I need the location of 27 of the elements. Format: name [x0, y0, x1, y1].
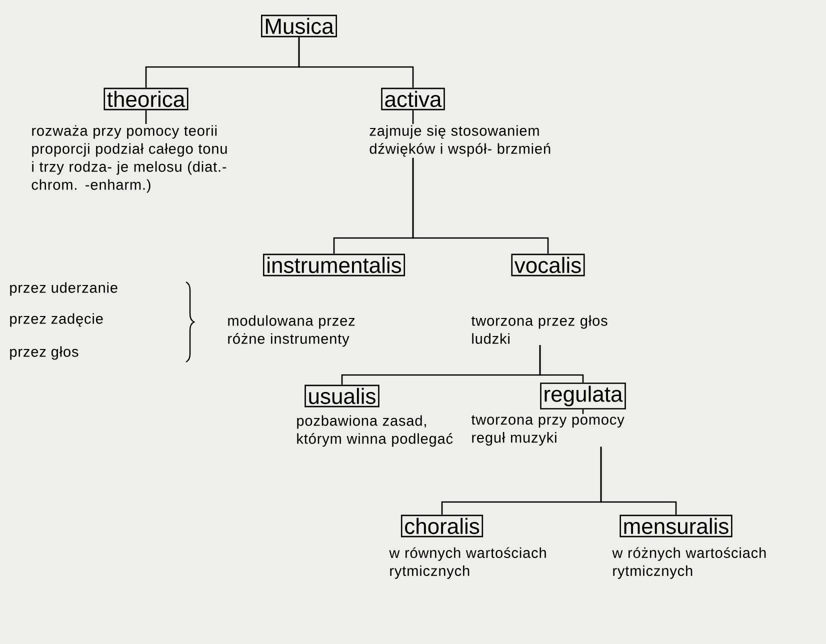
- description-text: tworzona przy pomocy reguł muzyki: [471, 415, 624, 446]
- term-box: usualis: [304, 384, 380, 408]
- label-text: przez uderzanie: [10, 282, 118, 296]
- term-box: mensuralis: [620, 514, 732, 538]
- term-box: theorica: [104, 88, 188, 110]
- term-box: regulata: [540, 382, 626, 410]
- term-box: activa: [381, 88, 445, 110]
- connector-line: [582, 409, 584, 414]
- connector-line: [412, 158, 549, 254]
- term-box: choralis: [400, 514, 484, 538]
- description-text: w równych wartościach rytmicznych: [389, 547, 546, 579]
- description-text: modulowana przez różne instrumenty: [228, 315, 355, 347]
- description-text: rozważa przy pomocy teorii proporcji podział całego tonu i trzy rodza- je melosu (diat.-chrom. -enharm.): [32, 125, 227, 193]
- label-text: przez zadęcie: [10, 313, 103, 327]
- label-text: przez głos: [10, 346, 78, 360]
- connector-line: [600, 446, 677, 515]
- description-text: zajmuje się stosowaniem dźwięków i współ- brzmień: [370, 125, 550, 157]
- connector-line: [298, 37, 414, 88]
- term-box: Musica: [261, 14, 337, 38]
- term-box: vocalis: [511, 254, 585, 276]
- term-box: instrumentalis: [263, 254, 406, 276]
- connector-line: [145, 110, 147, 124]
- description-text: w różnych wartościach rytmicznych: [612, 547, 766, 579]
- connector-line: [539, 345, 584, 383]
- connector-line: [412, 110, 414, 124]
- description-text: pozbawiona zasad, którym winna podlegać: [297, 415, 453, 447]
- description-text: tworzona przez głos ludzki: [471, 315, 608, 344]
